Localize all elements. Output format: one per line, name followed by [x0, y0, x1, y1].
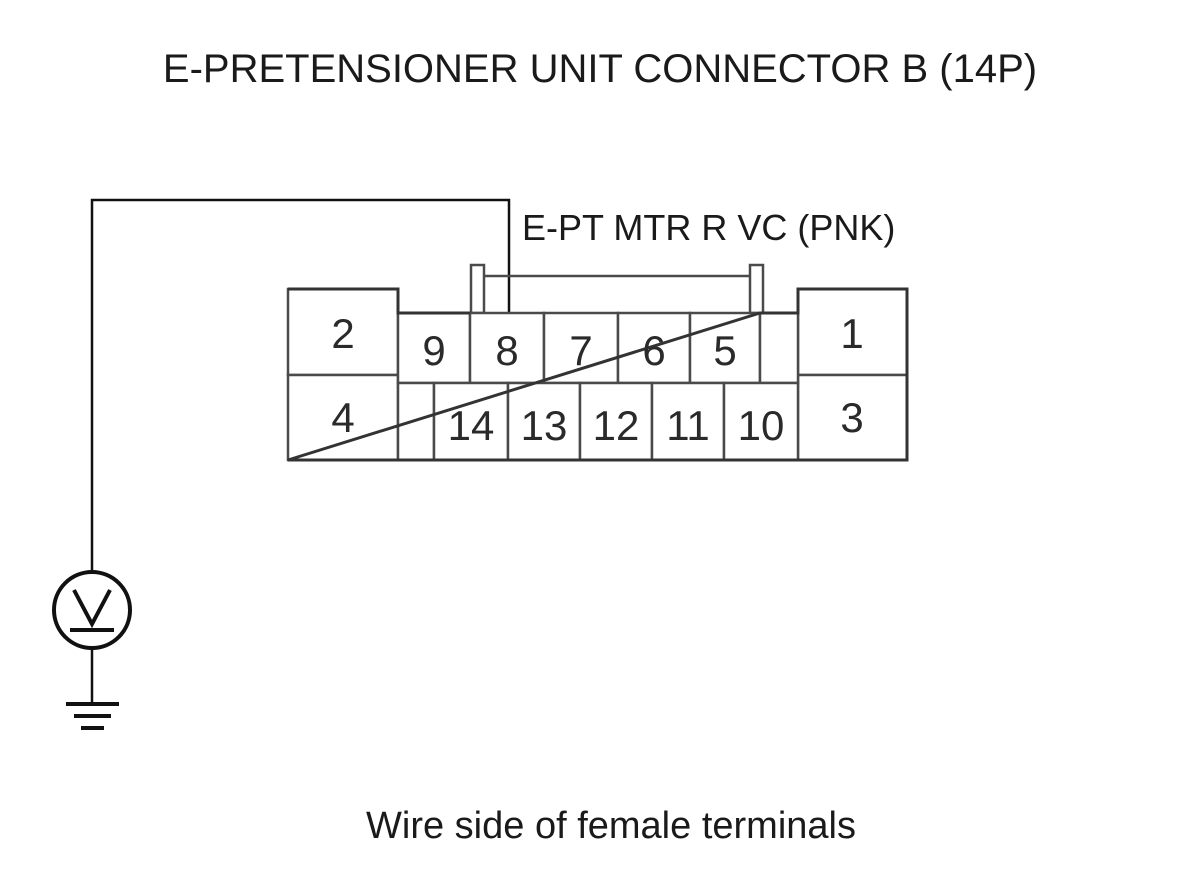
ground-icon — [66, 702, 119, 730]
voltmeter-icon — [52, 570, 132, 650]
pin-labels: 2 4 1 3 9 8 7 6 5 14 13 12 11 10 — [331, 310, 863, 449]
terminal-12 — [578, 381, 654, 462]
probe-wire — [90, 198, 511, 572]
connector-body — [286, 287, 909, 462]
pin-label-4: 4 — [331, 394, 354, 441]
diagram-title: E-PRETENSIONER UNIT CONNECTOR B (14P) — [163, 47, 1037, 91]
terminal-blank-upper — [758, 311, 800, 385]
pin-label-10: 10 — [738, 402, 785, 449]
pin-label-1: 1 — [840, 310, 863, 357]
terminal-11 — [650, 381, 726, 462]
pin-label-11: 11 — [666, 402, 710, 449]
pin-label-3: 3 — [840, 394, 863, 441]
terminal-4 — [286, 373, 400, 462]
pin-label-8: 8 — [495, 327, 518, 374]
pin-label-13: 13 — [521, 402, 568, 449]
terminal-7 — [542, 311, 620, 385]
pin-label-5: 5 — [713, 327, 736, 374]
connector-lock-tab — [469, 263, 765, 315]
pin-label-12: 12 — [593, 402, 640, 449]
diagram-caption: Wire side of female terminals — [366, 805, 856, 847]
pin-label-6: 6 — [642, 327, 665, 374]
wire-label: E-PT MTR R VC (PNK) — [522, 207, 895, 248]
pin-label-9: 9 — [422, 327, 445, 374]
pin-label-14: 14 — [448, 402, 495, 449]
pin-label-7: 7 — [569, 327, 592, 374]
pin-label-2: 2 — [331, 310, 354, 357]
terminal-8 — [468, 311, 546, 385]
